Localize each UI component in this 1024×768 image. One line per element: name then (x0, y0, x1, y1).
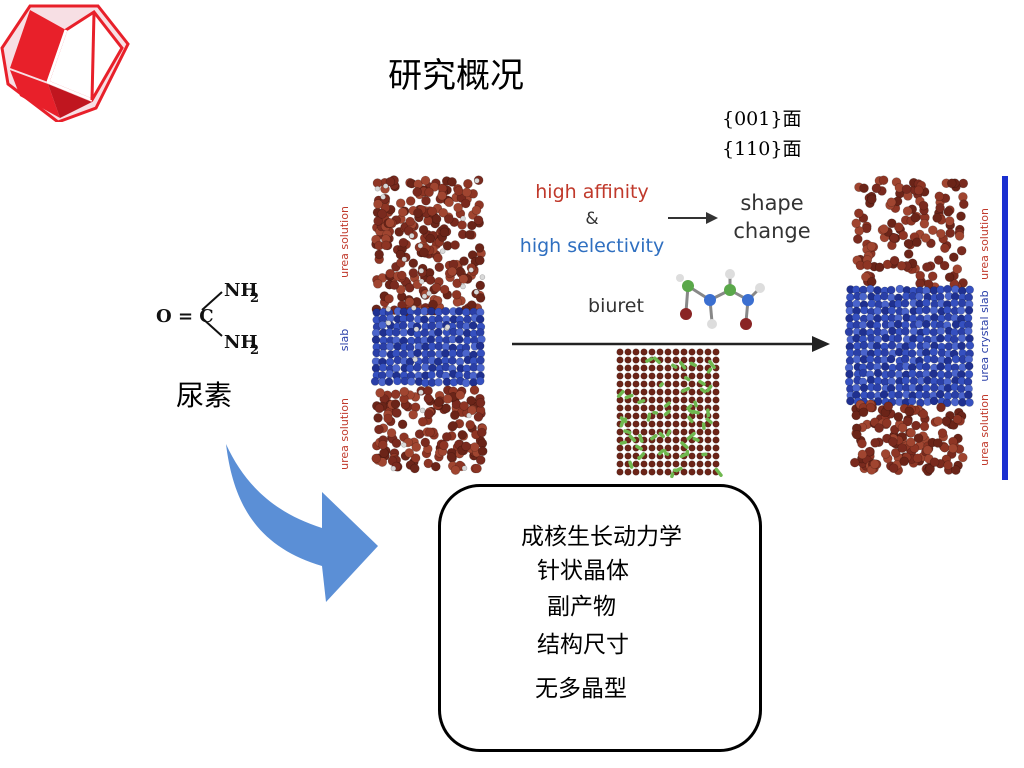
biuret-adsorption-cell (616, 348, 723, 479)
urea-nh2-top-sub: 2 (250, 291, 259, 306)
facet-110-label: {110}面 (722, 138, 802, 160)
box-item-nucleation: 成核生长动力学 (521, 524, 682, 550)
right-simulation-cell (844, 175, 975, 477)
right-label-mid: urea crystal slab (978, 290, 991, 381)
biuret-molecule-icon (676, 269, 765, 330)
urea-nh2-top: NH (224, 280, 257, 301)
facet-labels: {001}面 {110}面 (722, 104, 801, 164)
label-change: change (733, 219, 810, 243)
curved-arrow-icon (226, 444, 378, 602)
label-high-selectivity: high selectivity (520, 235, 664, 257)
box-item-byproduct: 副产物 (547, 594, 616, 620)
left-label-mid: slab (338, 329, 351, 352)
process-arrow-icon (812, 336, 830, 352)
right-label-bottom: urea solution (978, 394, 991, 466)
left-label-top: urea solution (338, 206, 351, 278)
label-amp: & (585, 209, 598, 229)
logo-crystal-icon (0, 4, 130, 122)
box-item-structure-size: 结构尺寸 (537, 632, 629, 658)
label-biuret: biuret (588, 295, 644, 317)
research-points-box: 成核生长动力学 针状晶体 副产物 结构尺寸 无多晶型 (438, 484, 762, 752)
urea-nh2-bottom-sub: 2 (250, 343, 259, 358)
crystal-growth-figure: urea solution slab urea solution urea so… (334, 172, 1010, 482)
label-high-affinity: high affinity (535, 181, 649, 203)
left-label-bottom: urea solution (338, 398, 351, 470)
box-item-needle-crystal: 针状晶体 (537, 558, 629, 584)
facet-001-label: {001}面 (722, 108, 802, 130)
box-item-no-polymorph: 无多晶型 (535, 676, 627, 702)
slide-title: 研究概况 (388, 56, 524, 96)
urea-oc-text: O = C (156, 306, 214, 327)
urea-structure-diagram: O = C NH 2 NH 2 (156, 280, 259, 358)
urea-nh2-bottom: NH (224, 332, 257, 353)
left-simulation-cell (370, 175, 488, 475)
urea-label: 尿素 (176, 379, 233, 412)
label-shape: shape (740, 191, 803, 215)
right-label-top: urea solution (978, 208, 991, 280)
